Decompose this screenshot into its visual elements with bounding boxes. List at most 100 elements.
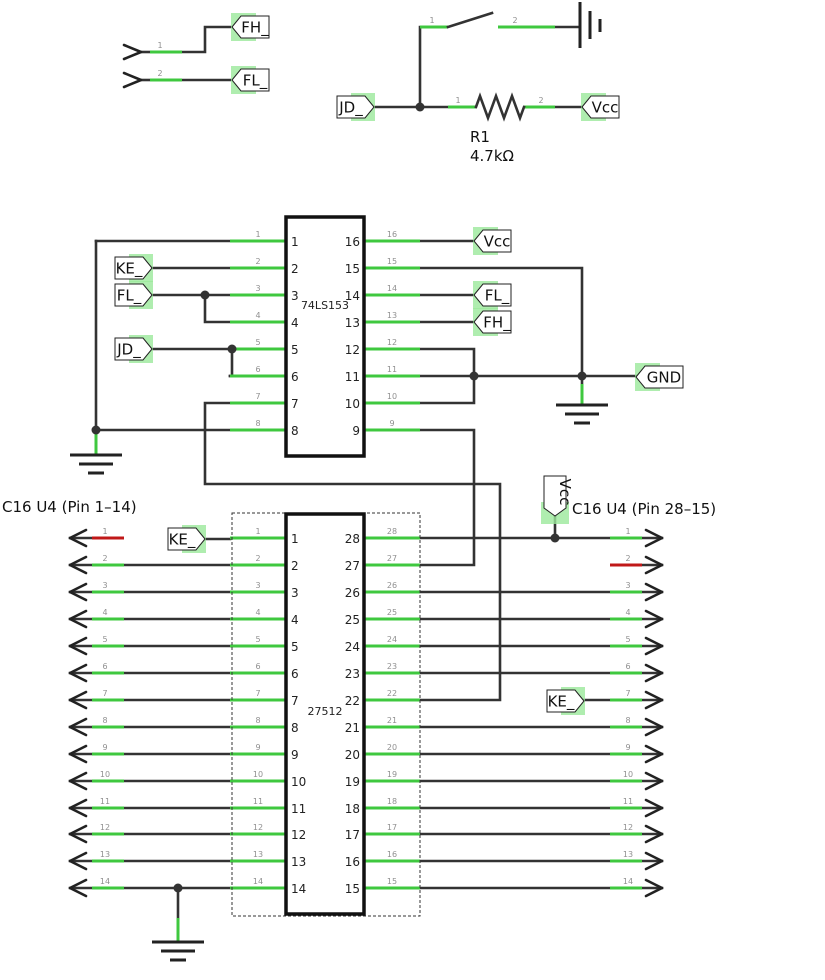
pin-number: 6 [255, 365, 260, 374]
junction-dot [173, 883, 183, 893]
net-flag-gnd: GND [635, 363, 684, 391]
flag-outline [581, 95, 620, 119]
flag-outline [546, 689, 585, 713]
body-pin-number: 20 [345, 748, 360, 762]
body-pin-number: 7 [291, 397, 299, 411]
pin-number: 9 [389, 419, 394, 428]
pin-number: 5 [625, 635, 630, 644]
wires [68, 25, 664, 944]
body-pin-number: 21 [345, 721, 360, 735]
pin-number: 12 [253, 823, 263, 832]
pin-number: 13 [253, 850, 263, 859]
component-bodies [231, 215, 421, 917]
switch-lever [446, 11, 494, 29]
pin-number: 1 [255, 230, 260, 239]
junction-dot [469, 371, 479, 381]
body-pin-number: 12 [291, 828, 306, 842]
flag-outline [231, 15, 270, 39]
pin-number: 2 [538, 96, 543, 105]
connector-arrow-right-1 [644, 528, 664, 548]
body-pin-number: 2 [291, 262, 299, 276]
body-pin-number: 10 [345, 397, 360, 411]
connector-arrow [122, 71, 143, 89]
body-pin-number: 5 [291, 640, 299, 654]
connector-arrow-left-14 [68, 878, 88, 898]
net-flag-vcc-top: Vcc [581, 93, 620, 121]
body-pin-number: 18 [345, 802, 360, 816]
pin-number: 2 [102, 554, 107, 563]
flag-text: FL_ [117, 287, 142, 306]
flag-text: KE_ [116, 260, 143, 279]
connector-arrow-left-11 [68, 798, 88, 818]
pin-number: 1 [255, 527, 260, 536]
pin-number: 3 [255, 581, 260, 590]
pin-number: 15 [387, 257, 397, 266]
pin-number: 4 [255, 311, 260, 320]
body-pin-number: 25 [345, 613, 360, 627]
junction-dot [550, 533, 560, 543]
pin-number: 13 [100, 850, 110, 859]
pin-number: 22 [387, 689, 397, 698]
body-pin-number: 3 [291, 586, 299, 600]
connector-arrow-right-13 [644, 851, 664, 871]
pin-number: 2 [625, 554, 630, 563]
pin-number: 5 [255, 635, 260, 644]
pin-number: 3 [255, 284, 260, 293]
pin-number: 1 [157, 41, 162, 50]
flag-text: GND [647, 369, 681, 387]
junction-dot [200, 290, 210, 300]
flag-outline [473, 283, 512, 307]
body-pin-number: 2 [291, 559, 299, 573]
body-pin-number: 23 [345, 667, 360, 681]
pin-number: 12 [623, 823, 633, 832]
flag-text: KE_ [169, 531, 196, 550]
net-flag-vcc-mux: Vcc [473, 227, 512, 255]
flag-outline [114, 337, 153, 361]
connector-arrow-right-11 [644, 798, 664, 818]
connector-arrow [122, 43, 143, 61]
pin-number: 19 [387, 770, 397, 779]
pin-number: 11 [387, 365, 397, 374]
body-pin-number: 13 [291, 855, 306, 869]
body-pin-number: 19 [345, 775, 360, 789]
connector-arrow-left-12 [68, 824, 88, 844]
junction-dot [227, 344, 237, 354]
flag-outline [473, 310, 512, 334]
body-pin-number: 24 [345, 640, 360, 654]
connector-arrow-left-3 [68, 582, 88, 602]
pin-number: 4 [625, 608, 630, 617]
flag-text: KE_ [548, 693, 575, 712]
flag-outline [543, 475, 567, 517]
pin-number: 7 [102, 689, 107, 698]
body-pin-number: 15 [345, 262, 360, 276]
mux-part-label: 74LS153 [301, 299, 349, 312]
pin-number: 5 [102, 635, 107, 644]
pin-number: 2 [255, 257, 260, 266]
net-flag-fh-top: FH_ [231, 13, 270, 41]
pin-number: 3 [625, 581, 630, 590]
pin-number: 14 [623, 877, 633, 886]
pin-number: 27 [387, 554, 397, 563]
connector-arrow-right-8 [644, 717, 664, 737]
connector-arrow-right-9 [644, 744, 664, 764]
pin-number: 7 [255, 392, 260, 401]
net-flag-jd-mux: JD_ [114, 335, 153, 363]
pin-number: 7 [255, 689, 260, 698]
pin-number: 4 [255, 608, 260, 617]
pin-number: 13 [623, 850, 633, 859]
resistor-ref: R1 [470, 128, 490, 146]
connector-arrow-left-10 [68, 771, 88, 791]
connector-arrow-right-4 [644, 609, 664, 629]
pin-number: 2 [512, 16, 517, 25]
pin-number: 1 [102, 527, 107, 536]
connector-arrow-right-12 [644, 824, 664, 844]
body-pin-number: 16 [345, 855, 360, 869]
flag-text: FH_ [483, 314, 511, 333]
eprom-body [284, 512, 366, 916]
pin-number: 28 [387, 527, 397, 536]
body-pin-number: 13 [345, 316, 360, 330]
pin-number: 6 [625, 662, 630, 671]
eprom-outline-dashed [231, 512, 421, 917]
body-pin-number: 9 [352, 424, 360, 438]
